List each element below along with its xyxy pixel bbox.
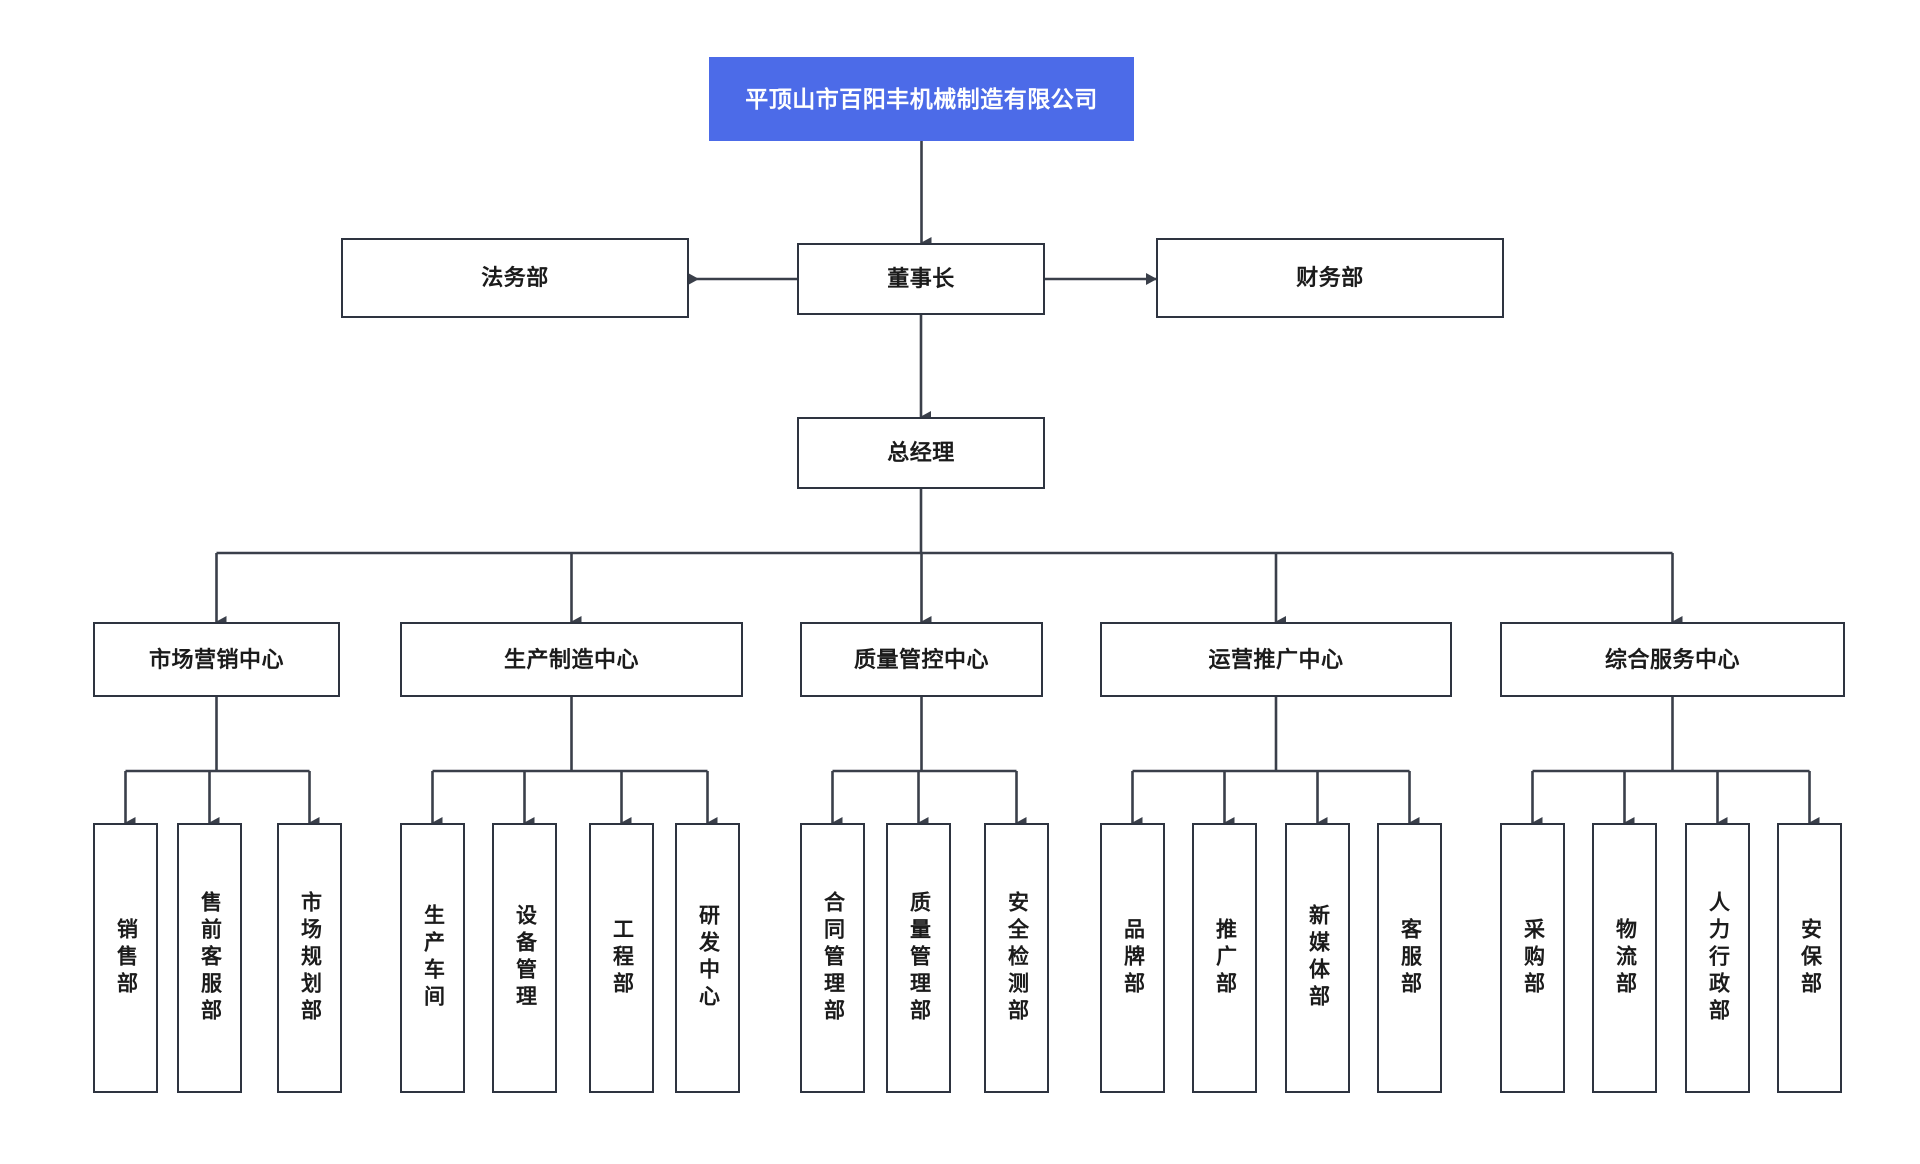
- node-center-1[interactable]: 市场营销中心: [93, 622, 340, 697]
- node-department-2-4[interactable]: 研发中心: [675, 823, 740, 1093]
- node-label: 人力行政部: [1706, 890, 1730, 1026]
- node-label: 品牌部: [1121, 917, 1145, 999]
- node-department-2-3[interactable]: 工程部: [589, 823, 654, 1093]
- node-label: 市场营销中心: [148, 646, 284, 672]
- node-label: 综合服务中心: [1604, 646, 1740, 672]
- node-center-5[interactable]: 综合服务中心: [1500, 622, 1845, 697]
- node-general-manager[interactable]: 总经理: [797, 417, 1045, 489]
- node-department-1-2[interactable]: 售前客服部: [177, 823, 242, 1093]
- node-department-1-1[interactable]: 销售部: [93, 823, 158, 1093]
- node-label: 推广部: [1213, 917, 1237, 999]
- node-chairman[interactable]: 董事长: [797, 243, 1045, 315]
- node-department-2-1[interactable]: 生产车间: [400, 823, 465, 1093]
- node-label: 采购部: [1521, 917, 1545, 999]
- node-company-root[interactable]: 平顶山市百阳丰机械制造有限公司: [709, 57, 1134, 141]
- node-label: 合同管理部: [821, 890, 845, 1026]
- node-department-4-1[interactable]: 品牌部: [1100, 823, 1165, 1093]
- node-label: 安全检测部: [1005, 890, 1029, 1026]
- node-label: 质量管理部: [907, 890, 931, 1026]
- node-label: 设备管理: [513, 904, 537, 1012]
- node-department-4-3[interactable]: 新媒体部: [1285, 823, 1350, 1093]
- node-label: 新媒体部: [1306, 904, 1330, 1012]
- node-label: 研发中心: [696, 904, 720, 1012]
- node-center-4[interactable]: 运营推广中心: [1100, 622, 1452, 697]
- node-legal-department[interactable]: 法务部: [341, 238, 689, 318]
- node-label: 财务部: [1296, 265, 1364, 291]
- node-label: 董事长: [887, 266, 955, 292]
- node-department-3-3[interactable]: 安全检测部: [984, 823, 1049, 1093]
- node-label: 平顶山市百阳丰机械制造有限公司: [745, 85, 1098, 112]
- node-center-3[interactable]: 质量管控中心: [800, 622, 1043, 697]
- node-label: 客服部: [1398, 917, 1422, 999]
- node-label: 生产制造中心: [503, 646, 639, 672]
- node-label: 销售部: [114, 917, 138, 999]
- node-department-5-4[interactable]: 安保部: [1777, 823, 1842, 1093]
- node-finance-department[interactable]: 财务部: [1156, 238, 1504, 318]
- node-department-3-2[interactable]: 质量管理部: [886, 823, 951, 1093]
- node-center-2[interactable]: 生产制造中心: [400, 622, 743, 697]
- node-department-4-4[interactable]: 客服部: [1377, 823, 1442, 1093]
- node-label: 生产车间: [421, 904, 445, 1012]
- node-department-3-1[interactable]: 合同管理部: [800, 823, 865, 1093]
- node-department-4-2[interactable]: 推广部: [1192, 823, 1257, 1093]
- node-label: 法务部: [481, 265, 549, 291]
- node-label: 安保部: [1798, 917, 1822, 999]
- node-label: 工程部: [610, 917, 634, 999]
- node-label: 售前客服部: [198, 890, 222, 1026]
- node-label: 质量管控中心: [853, 646, 989, 672]
- node-label: 运营推广中心: [1208, 646, 1344, 672]
- node-label: 物流部: [1613, 917, 1637, 999]
- node-label: 市场规划部: [298, 890, 322, 1026]
- node-department-1-3[interactable]: 市场规划部: [277, 823, 342, 1093]
- node-label: 总经理: [887, 440, 955, 466]
- node-department-5-1[interactable]: 采购部: [1500, 823, 1565, 1093]
- node-department-5-3[interactable]: 人力行政部: [1685, 823, 1750, 1093]
- node-department-2-2[interactable]: 设备管理: [492, 823, 557, 1093]
- node-department-5-2[interactable]: 物流部: [1592, 823, 1657, 1093]
